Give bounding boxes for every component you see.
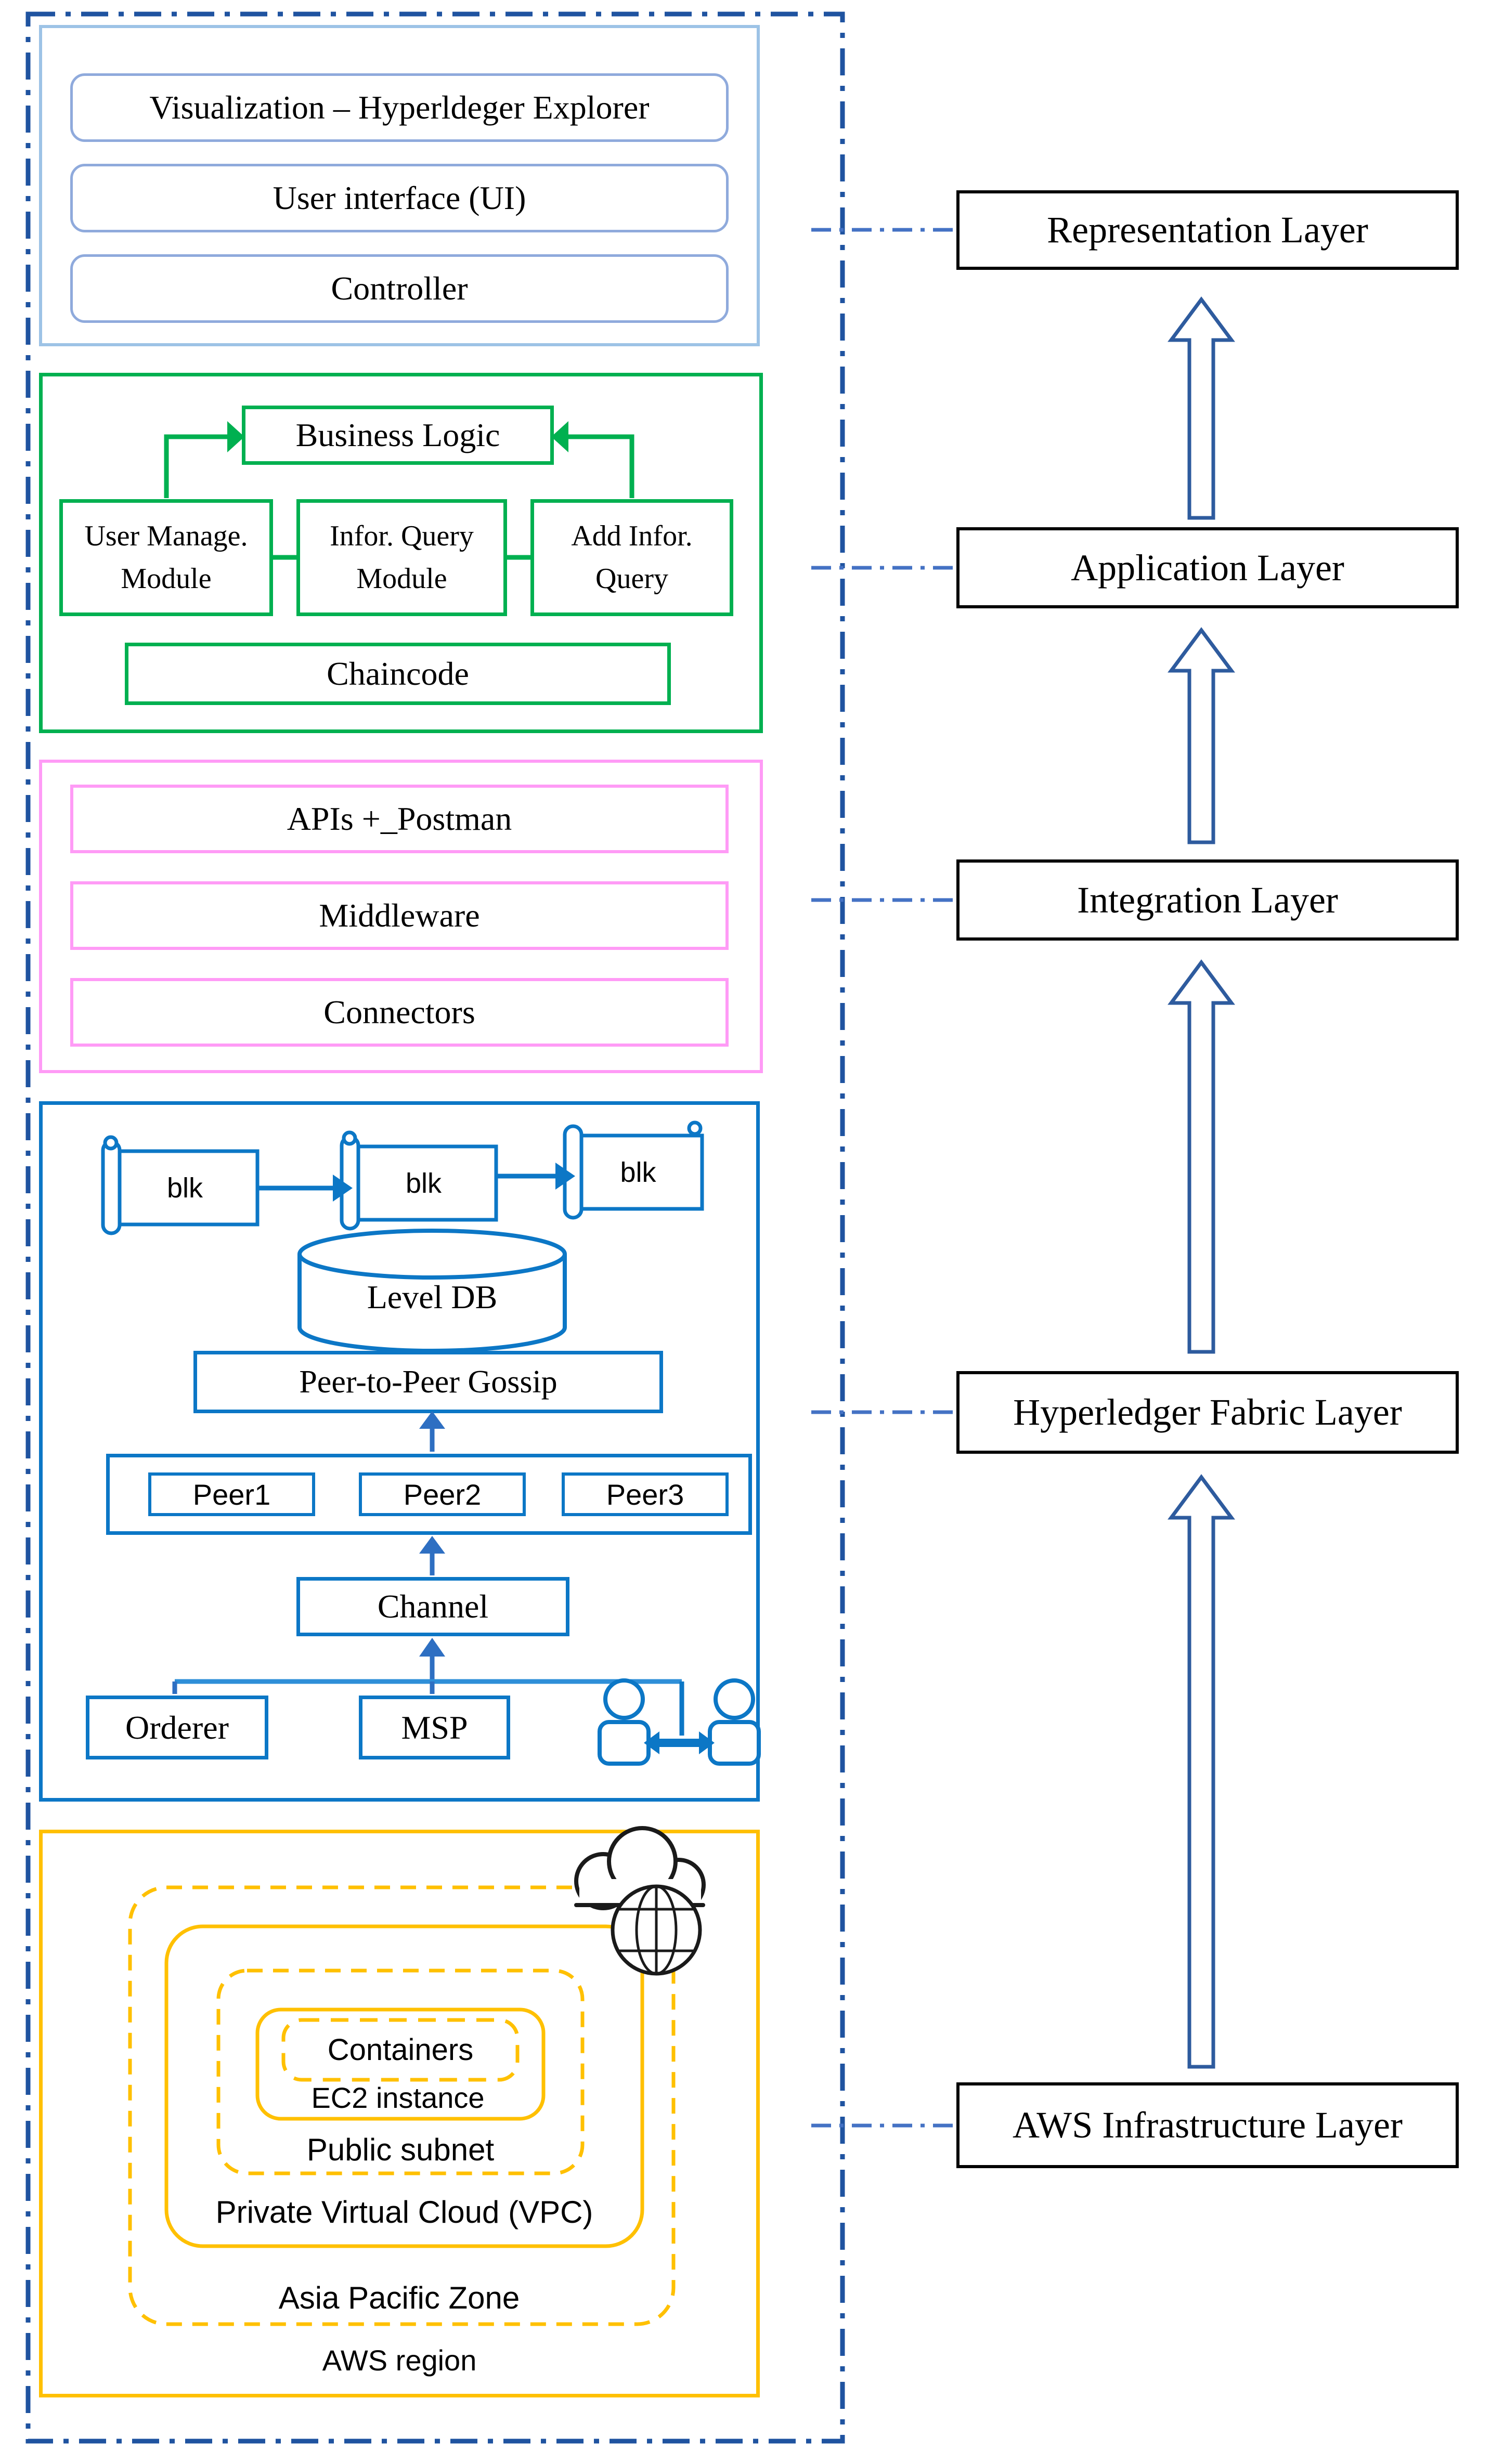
channel-label: Channel [377,1588,489,1625]
visualization-box: Visualization – Hyperldeger Explorer [70,73,729,142]
layer-connectors [811,228,956,2128]
up-block-arrow-icon [1168,627,1235,844]
user-interface-label: User interface (UI) [273,179,526,216]
aws-region-label: AWS region [322,2343,477,2377]
user-manage-module-box: User Manage. Module [59,499,273,616]
add-infor-query-box: Add Infor. Query [530,499,733,616]
aws-layer-box: AWS Infrastructure Layer [956,2082,1459,2168]
chaincode-box: Chaincode [125,643,671,705]
representation-layer-label: Representation Layer [1047,209,1368,251]
peer3-label: Peer3 [606,1478,684,1511]
blk3-label: blk [620,1156,656,1188]
infor-query-module-box: Infor. Query Module [296,499,507,616]
peer3-box: Peer3 [562,1472,729,1516]
integration-layer-box: Integration Layer [956,859,1459,941]
up-block-arrow-icon [1168,1474,1235,2069]
peer1-label: Peer1 [192,1478,271,1511]
blk1-label: blk [166,1172,203,1204]
integration-layer-label: Integration Layer [1077,879,1338,921]
visualization-label: Visualization – Hyperldeger Explorer [149,89,650,126]
orderer-box: Orderer [86,1696,268,1759]
user-manage-module-label: User Manage. Module [84,520,248,595]
ec2-instance-label: EC2 instance [311,2081,485,2114]
asia-pacific-zone-label: Asia Pacific Zone [278,2280,520,2315]
middleware-box: Middleware [70,881,729,950]
vpc-label: Private Virtual Cloud (VPC) [215,2194,593,2230]
representation-layer-box: Representation Layer [956,190,1459,270]
channel-box: Channel [296,1577,569,1636]
connectors-box: Connectors [70,978,729,1047]
gossip-box: Peer-to-Peer Gossip [193,1351,663,1413]
public-subnet-label: Public subnet [306,2132,495,2167]
application-layer-box: Application Layer [956,527,1459,608]
peer1-box: Peer1 [148,1472,315,1516]
peer2-box: Peer2 [359,1472,526,1516]
add-infor-query-label: Add Infor. Query [571,520,693,595]
fabric-layer-box: Hyperledger Fabric Layer [956,1371,1459,1454]
containers-label: Containers [327,2033,474,2067]
msp-box: MSP [359,1696,510,1759]
leveldb-label: Level DB [367,1279,498,1315]
business-logic-box: Business Logic [242,406,554,465]
peer2-label: Peer2 [403,1478,482,1511]
blk2-label: blk [405,1167,442,1199]
msp-label: MSP [401,1709,468,1746]
orderer-label: Orderer [125,1709,229,1746]
business-logic-label: Business Logic [295,416,500,453]
chaincode-label: Chaincode [327,655,469,692]
connectors-label: Connectors [323,994,475,1031]
fabric-layer-label: Hyperledger Fabric Layer [1013,1391,1402,1433]
up-block-arrow-icon [1168,959,1235,1354]
apis-postman-label: APIs +_Postman [287,800,512,837]
controller-label: Controller [331,270,468,307]
gossip-label: Peer-to-Peer Gossip [299,1364,557,1400]
application-layer-label: Application Layer [1071,546,1344,589]
user-interface-box: User interface (UI) [70,164,729,232]
middleware-label: Middleware [319,897,480,934]
up-block-arrow-icon [1168,296,1235,520]
apis-postman-box: APIs +_Postman [70,785,729,853]
infor-query-module-label: Infor. Query Module [330,520,474,595]
controller-box: Controller [70,254,729,323]
aws-layer-label: AWS Infrastructure Layer [1013,2104,1403,2146]
